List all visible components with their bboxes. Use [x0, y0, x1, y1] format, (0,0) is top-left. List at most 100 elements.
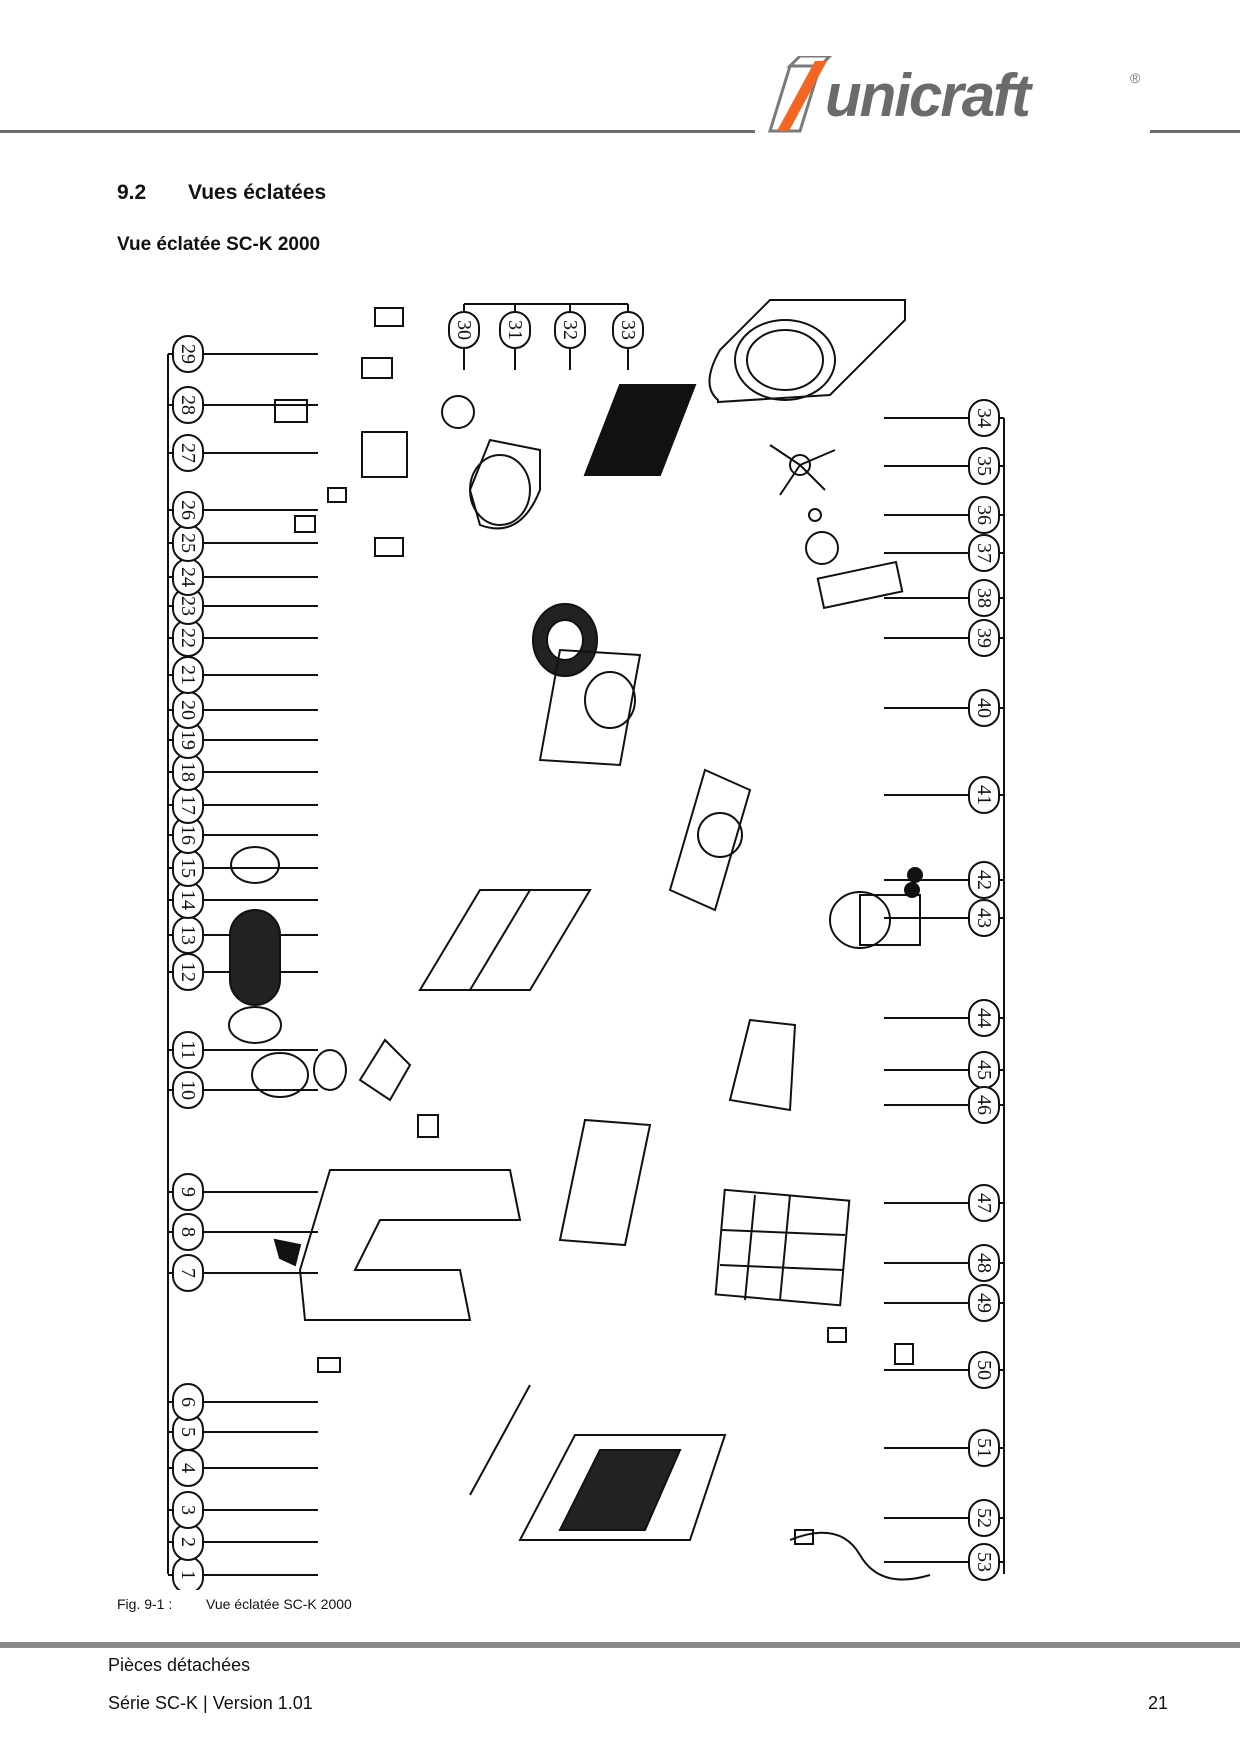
top-callout-33: 33 — [612, 311, 644, 349]
control-housing-part — [558, 1118, 652, 1247]
left-callout-17: 17 — [172, 786, 204, 824]
callout-number: 14 — [177, 890, 199, 910]
callout-number: 21 — [177, 665, 199, 685]
left-callout-1: 1 — [172, 1556, 204, 1590]
right-callout-34: 34 — [968, 399, 1000, 437]
right-callout-39: 39 — [968, 619, 1000, 657]
left-callout-11: 11 — [172, 1031, 204, 1069]
left-callouts: 1234567891011121314151617181920212223242… — [168, 335, 318, 1590]
exploded-view-diagram: 1234567891011121314151617181920212223242… — [167, 299, 1005, 1590]
motor-mount-part — [816, 560, 904, 610]
callout-number: 35 — [973, 456, 995, 476]
callout-number: 39 — [973, 628, 995, 648]
footer-section: Pièces détachées — [108, 1655, 251, 1675]
front-cover-part — [298, 1169, 522, 1321]
small-parts — [273, 307, 914, 1373]
base-panel-part — [668, 768, 752, 912]
callout-number: 46 — [973, 1095, 995, 1115]
figure-label: Fig. 9-1 : — [117, 1596, 173, 1612]
right-callout-44: 44 — [968, 999, 1000, 1037]
left-callout-7: 7 — [172, 1254, 204, 1292]
callout-number: 48 — [973, 1253, 995, 1273]
callout-number: 45 — [973, 1060, 995, 1080]
condenser-part — [418, 889, 592, 991]
right-callout-52: 52 — [968, 1499, 1000, 1537]
left-callout-13: 13 — [172, 916, 204, 954]
right-callout-46: 46 — [968, 1086, 1000, 1124]
callout-number: 47 — [973, 1193, 995, 1213]
callout-number: 43 — [973, 908, 995, 928]
left-callout-28: 28 — [172, 386, 204, 424]
left-callout-19: 19 — [172, 721, 204, 759]
callout-number: 51 — [973, 1438, 995, 1458]
callout-number: 17 — [177, 795, 199, 815]
registered-mark: ® — [1130, 70, 1141, 86]
callout-number: 31 — [504, 320, 526, 340]
callout-number: 26 — [177, 500, 199, 520]
left-callout-10: 10 — [172, 1071, 204, 1109]
callout-number: 10 — [177, 1080, 199, 1100]
callout-number: 52 — [973, 1508, 995, 1528]
callout-number: 7 — [177, 1268, 199, 1278]
callout-number: 50 — [973, 1360, 995, 1380]
right-callout-49: 49 — [968, 1284, 1000, 1322]
callout-number: 20 — [177, 700, 199, 720]
right-callout-40: 40 — [968, 689, 1000, 727]
unicraft-logo: unicraft ® — [765, 56, 1155, 136]
left-callout-6: 6 — [172, 1383, 204, 1421]
callout-number: 36 — [973, 505, 995, 525]
left-callout-14: 14 — [172, 881, 204, 919]
rear-panel-part — [518, 1434, 727, 1541]
callout-number: 25 — [177, 533, 199, 553]
callout-frame — [167, 303, 1005, 1574]
right-callout-42: 42 — [968, 861, 1000, 899]
callout-number: 32 — [559, 320, 581, 340]
callout-number: 15 — [177, 858, 199, 878]
footer-series: Série SC-K | Version 1.01 — [108, 1693, 313, 1713]
callout-number: 19 — [177, 730, 199, 750]
callout-number: 33 — [617, 320, 639, 340]
subsection-title: Vue éclatée SC-K 2000 — [117, 234, 321, 255]
hose-adapter-part — [251, 1038, 412, 1102]
callout-number: 27 — [177, 443, 199, 463]
callout-number: 22 — [177, 628, 199, 648]
right-callout-50: 50 — [968, 1351, 1000, 1389]
header-rule-right — [1150, 130, 1240, 133]
callout-number: 1 — [177, 1570, 199, 1580]
callout-number: 42 — [973, 870, 995, 890]
fan-blade-part — [769, 444, 836, 496]
left-callout-4: 4 — [172, 1449, 204, 1487]
left-callout-26: 26 — [172, 491, 204, 529]
left-callout-20: 20 — [172, 691, 204, 729]
footer-rule — [0, 1642, 1240, 1648]
top-callout-32: 32 — [554, 311, 586, 349]
grille-part — [583, 384, 697, 476]
left-callout-9: 9 — [172, 1173, 204, 1211]
air-filter-part — [714, 1188, 851, 1307]
callout-number: 13 — [177, 925, 199, 945]
rail-part — [469, 1384, 531, 1496]
left-callout-24: 24 — [172, 558, 204, 596]
right-callout-38: 38 — [968, 579, 1000, 617]
left-callout-27: 27 — [172, 434, 204, 472]
top-cover-part — [708, 299, 906, 404]
callout-number: 30 — [453, 320, 475, 340]
callout-number: 5 — [177, 1427, 199, 1437]
callout-number: 38 — [973, 588, 995, 608]
right-callout-53: 53 — [968, 1543, 1000, 1581]
callout-number: 12 — [177, 962, 199, 982]
left-callout-29: 29 — [172, 335, 204, 373]
blower-housing-part — [468, 438, 541, 530]
callout-number: 41 — [973, 785, 995, 805]
left-callout-3: 3 — [172, 1491, 204, 1529]
callout-number: 34 — [973, 408, 995, 428]
callout-number: 44 — [973, 1008, 995, 1028]
left-callout-18: 18 — [172, 753, 204, 791]
fan-wheel-part — [532, 603, 598, 677]
left-callout-21: 21 — [172, 656, 204, 694]
left-callout-22: 22 — [172, 619, 204, 657]
header-rule-left — [0, 130, 755, 133]
callout-number: 29 — [177, 344, 199, 364]
callout-number: 4 — [177, 1463, 199, 1473]
